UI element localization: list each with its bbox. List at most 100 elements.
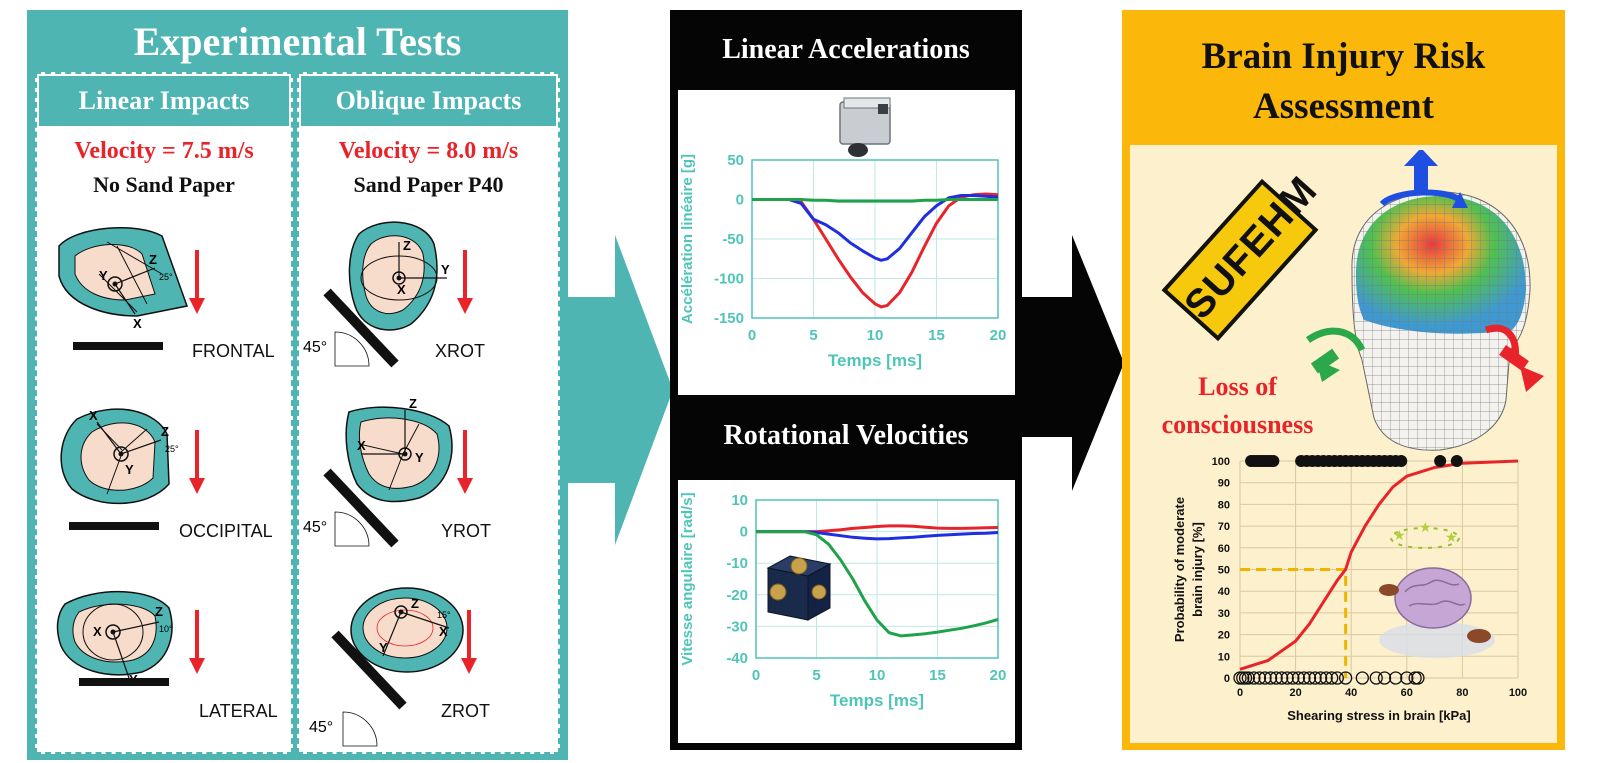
y-axis-title: Accélération linéaire [g] xyxy=(679,154,696,324)
occipital-tilt-angle: 25° xyxy=(165,444,179,454)
inclined-anvil xyxy=(323,468,399,548)
y-tick-label: 80 xyxy=(1218,499,1230,511)
threshold-dashed-line xyxy=(1240,568,1348,678)
star-icon: ★ xyxy=(1393,529,1406,544)
xrot-impact-scenario: Z Y X 45° XROT xyxy=(299,214,558,384)
head-finite-element-model xyxy=(1305,150,1544,451)
star-icon: ★ xyxy=(1445,531,1458,546)
impact-direction-arrow xyxy=(189,478,205,494)
frontal-tilt-angle: 25° xyxy=(159,272,173,282)
uninjured-case-point xyxy=(1355,671,1369,685)
linear-impacts-column: Linear Impacts Velocity = 7.5 m/s No San… xyxy=(35,72,293,754)
uninjured-case-point xyxy=(1302,671,1317,685)
x-tick-label: 0 xyxy=(752,667,760,684)
yrot-anvil-angle: 45° xyxy=(303,519,327,536)
x-tick-label: 10 xyxy=(869,667,886,684)
y-tick-label: 10 xyxy=(1218,651,1230,663)
uninjured-case-point xyxy=(1411,671,1425,685)
uninjured-case-point xyxy=(1297,671,1311,685)
svg-text:Z: Z xyxy=(161,424,169,439)
star-icon: ★ xyxy=(1419,521,1432,536)
y-tick-label: 40 xyxy=(1218,586,1230,598)
outcome-line-2: consciousness xyxy=(1161,410,1314,439)
lateral-headform-diagram: X Z Y 10° xyxy=(56,590,205,687)
x-tick-label: 80 xyxy=(1456,687,1468,699)
uninjured-case-point xyxy=(1389,671,1403,685)
angular-rate-sensor-icon xyxy=(766,555,832,621)
zrot-impact-scenario: Z X Y 15° 45° ZROT xyxy=(299,574,558,747)
svg-text:Y: Y xyxy=(379,640,388,655)
uninjured-case-point xyxy=(1377,671,1392,685)
y-tick-label: -150 xyxy=(714,310,744,327)
yrot-label: YROT xyxy=(441,521,492,541)
x-tick-label: 15 xyxy=(929,667,946,684)
uninjured-case-point xyxy=(1291,671,1306,685)
anvil-bar xyxy=(79,678,169,686)
y-tick-label: -40 xyxy=(726,650,748,667)
x-axis-title: Temps [ms] xyxy=(830,691,924,710)
uninjured-case-point xyxy=(1369,671,1383,685)
y-tick-label: 50 xyxy=(1218,565,1230,577)
risk-curve-line xyxy=(1239,459,1519,671)
uninjured-case-point xyxy=(1241,671,1255,685)
y-tick-label: 0 xyxy=(736,192,744,209)
oblique-sandpaper: Sand Paper P40 xyxy=(353,172,504,197)
injured-case-point xyxy=(1395,455,1408,467)
uninjured-case-point xyxy=(1280,671,1294,685)
zrot-label: ZROT xyxy=(441,701,490,721)
anvil-bar xyxy=(69,522,159,530)
x-tick-label: 40 xyxy=(1345,687,1357,699)
occipital-label: OCCIPITAL xyxy=(179,521,273,541)
svg-text:Y: Y xyxy=(415,450,424,465)
x-tick-label: 0 xyxy=(748,327,756,344)
xrot-headform-diagram: Z Y X 45° xyxy=(303,221,473,368)
linear-velocity: Velocity = 7.5 m/s xyxy=(74,138,254,164)
uninjured-case-point xyxy=(1247,671,1261,685)
y-axis-label: Y xyxy=(99,268,108,283)
plot-frame xyxy=(755,499,999,659)
x-axis-title: Temps [ms] xyxy=(828,351,922,370)
lateral-tilt-angle: 10° xyxy=(159,624,173,634)
yrot-impact-scenario: Z X Y 45° YROT xyxy=(299,394,558,564)
linear-sandpaper: No Sand Paper xyxy=(93,172,235,197)
svg-text:X: X xyxy=(357,438,366,453)
anvil-bar xyxy=(73,342,163,350)
uninjured-case-point xyxy=(1319,671,1333,685)
y-tick-label: -100 xyxy=(714,271,744,288)
loss-of-consciousness-label: Loss of consciousness xyxy=(1140,368,1335,444)
svg-text:Z: Z xyxy=(409,396,417,411)
y-tick-label: 30 xyxy=(1218,608,1230,620)
occipital-impact-scenario: X Z Y 25° OCCIPITAL xyxy=(37,394,291,564)
occipital-headform-diagram: X Z Y 25° xyxy=(60,408,205,530)
x-tick-label: 20 xyxy=(990,667,1007,684)
y-tick-label: 60 xyxy=(1218,543,1230,555)
x-axis-label: X xyxy=(133,316,142,331)
uninjured-case-point xyxy=(1258,671,1272,685)
uninjured-case-point xyxy=(1263,671,1278,685)
zrot-headform-diagram: Z X Y 15° 45° xyxy=(309,587,477,747)
svg-text:Y: Y xyxy=(125,462,134,477)
zrot-tilt-angle: 15° xyxy=(437,610,451,620)
impact-direction-arrow xyxy=(457,478,473,494)
uninjured-case-point xyxy=(1330,671,1344,685)
xrot-label: XROT xyxy=(435,341,486,361)
y-axis-title-line-1: Probability of moderate xyxy=(1172,497,1187,642)
inclined-anvil xyxy=(331,630,407,710)
svg-text:Z: Z xyxy=(155,604,163,619)
xrot-anvil-angle: 45° xyxy=(303,339,327,356)
rotational-velocities-title: Rotational Velocities xyxy=(723,420,969,451)
y-rotation-arrow-icon xyxy=(1484,324,1544,392)
frontal-headform-diagram: Y Z X 25° xyxy=(58,227,205,350)
injured-case-point xyxy=(1434,455,1447,467)
uninjured-case-point xyxy=(1313,671,1328,685)
x-tick-label: 5 xyxy=(812,667,820,684)
teal-flow-arrow xyxy=(565,235,673,545)
svg-text:X: X xyxy=(89,408,98,423)
plot-frame xyxy=(751,159,999,319)
series-line-1 xyxy=(752,194,999,262)
oblique-impacts-header: Oblique Impacts xyxy=(301,76,556,126)
impact-direction-arrow xyxy=(457,298,473,314)
injured-case-point xyxy=(1267,455,1280,467)
